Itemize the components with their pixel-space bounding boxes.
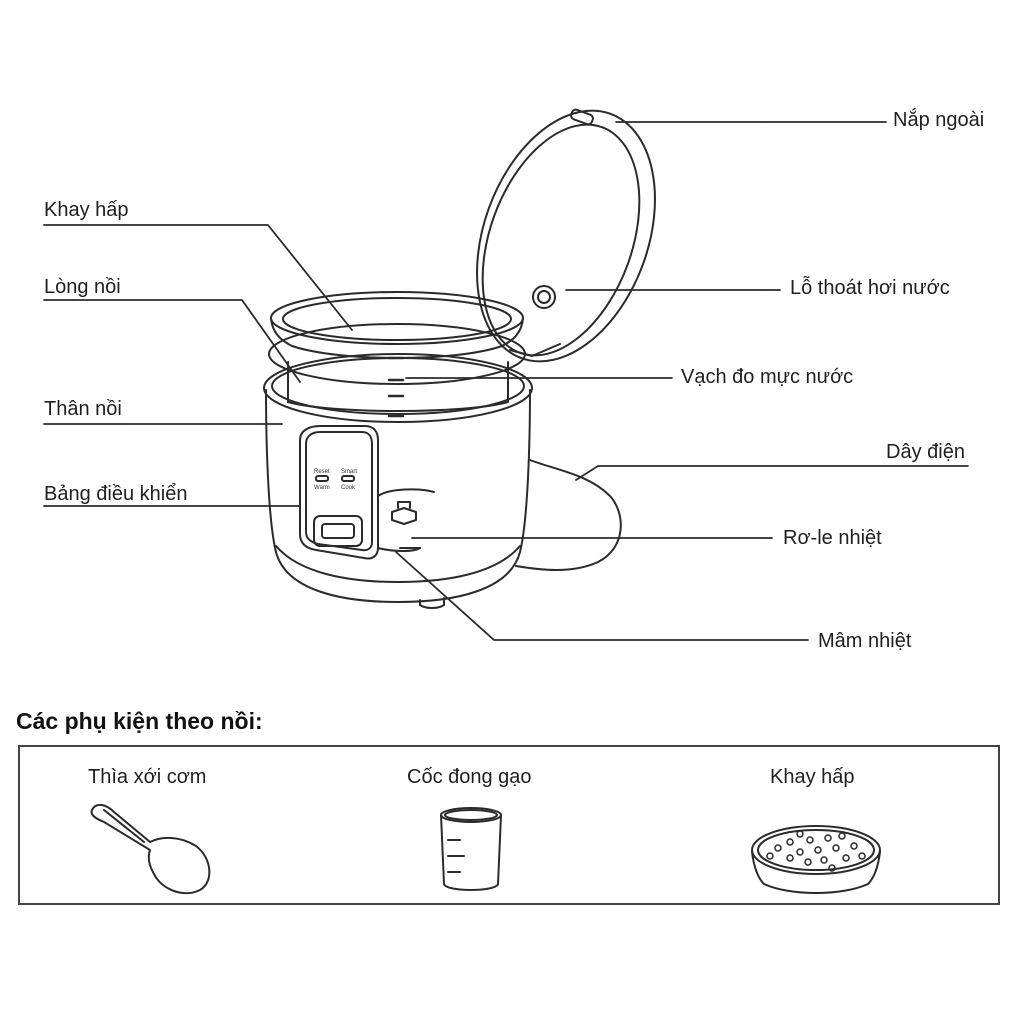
label-steam-tray: Khay hấp xyxy=(44,199,129,221)
accessory-label-measuring-cup: Cốc đong gạo xyxy=(407,766,532,788)
steamer-tray-holes xyxy=(766,830,866,872)
label-heating-plate: Mâm nhiệt xyxy=(818,630,912,652)
panel-label-left-bottom: Warm xyxy=(314,485,330,491)
inner-pot xyxy=(268,323,526,412)
label-thermal-relay: Rơ-le nhiệt xyxy=(783,527,882,549)
outer-lid xyxy=(476,108,656,363)
label-inner-pot: Lòng nồi xyxy=(44,276,121,298)
accessories-title: Các phụ kiện theo nồi: xyxy=(16,708,263,734)
thermal-relay xyxy=(391,501,417,525)
label-body: Thân nồi xyxy=(44,398,122,420)
steam-vent xyxy=(532,285,556,309)
panel-label-right-top: Smart xyxy=(341,469,357,475)
accessories-box xyxy=(18,745,1000,905)
panel-label-left-top: Reset xyxy=(314,469,330,475)
label-water-level-marks: Vạch đo mực nước xyxy=(681,366,854,388)
measuring-cup-icon xyxy=(440,807,502,891)
label-power-cord: Dây điện xyxy=(886,441,965,463)
accessory-label-rice-paddle: Thìa xới cơm xyxy=(88,766,207,788)
rice-paddle-icon xyxy=(90,804,211,895)
steamer-tray-icon xyxy=(751,825,881,894)
panel-label-right-bottom: Cook xyxy=(341,485,356,491)
label-control-panel: Bảng điều khiển xyxy=(44,483,188,505)
control-panel xyxy=(299,425,379,560)
cooker-body xyxy=(263,353,533,609)
accessory-label-steamer-tray: Khay hấp xyxy=(770,766,855,788)
heating-plate xyxy=(377,488,435,552)
power-cord xyxy=(515,459,622,571)
label-outer-lid: Nắp ngoài xyxy=(893,109,985,131)
water-level-marks xyxy=(387,356,405,418)
leader-lines xyxy=(43,121,969,641)
label-steam-vent: Lỗ thoát hơi nước xyxy=(790,277,950,299)
